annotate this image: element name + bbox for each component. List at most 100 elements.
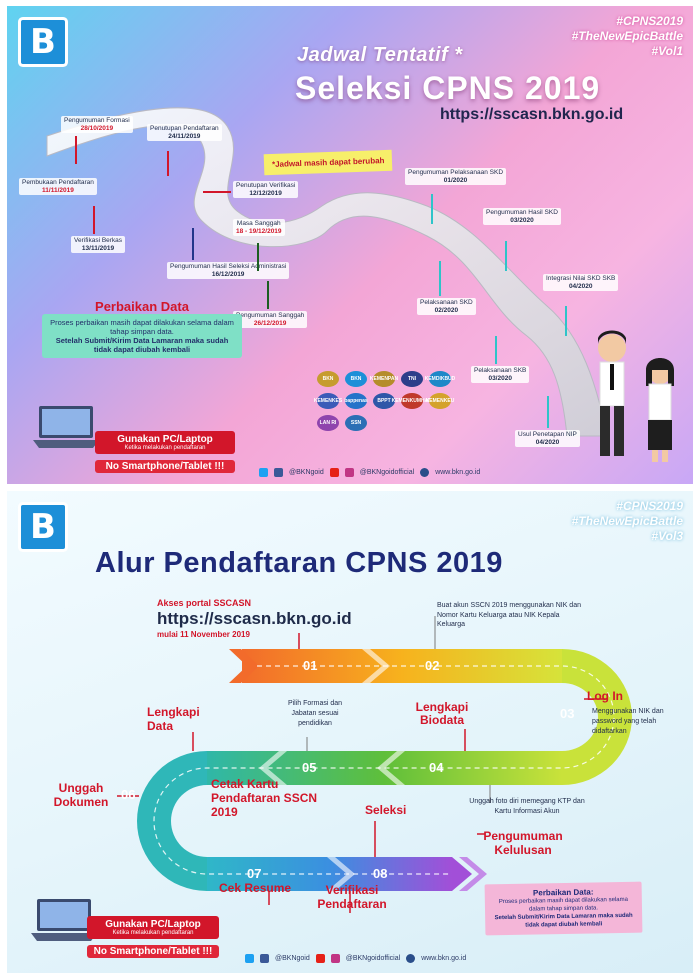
step-8-label: Seleksi bbox=[365, 803, 407, 817]
partner-logo: KEMDIKBUD bbox=[425, 371, 455, 387]
event-marker bbox=[257, 243, 259, 271]
social-footer: @BKNgoid @BKNgoidofficial www.bkn.go.id bbox=[245, 954, 466, 963]
event-date: 11/11/2019 bbox=[42, 186, 74, 194]
event-label: Masa Sanggah bbox=[236, 220, 281, 227]
hashtags: #CPNS2019 #TheNewEpicBattle #Vol3 bbox=[572, 499, 683, 544]
partner-logo: SSN bbox=[345, 415, 367, 431]
perbaikan-heading: Perbaikan Data bbox=[95, 299, 189, 314]
akses-label: Akses portal SSCASN bbox=[157, 598, 252, 608]
partner-logo: KEMENPAN bbox=[370, 371, 398, 387]
step-number: 01 bbox=[303, 658, 318, 673]
event-pengumuman-pelaksanaan-skd: Pengumuman Pelaksanaan SKD 01/2020 bbox=[405, 168, 507, 185]
event-marker bbox=[203, 191, 231, 193]
no-smartphone-warning: No Smartphone/Tablet !!! bbox=[95, 460, 235, 473]
event-masa-sanggah: Masa Sanggah 18 - 19/12/2019 bbox=[233, 219, 285, 236]
event-label: Pengumuman Pelaksanaan SKD bbox=[408, 169, 504, 176]
step-3-label: Log In bbox=[587, 689, 623, 703]
step-number: 03 bbox=[560, 706, 575, 721]
event-verifikasi-berkas: Verifikasi Berkas 13/11/2019 bbox=[71, 236, 126, 253]
step-number: 02 bbox=[425, 658, 440, 673]
event-label: Pengumuman Formasi bbox=[64, 117, 130, 124]
event-marker bbox=[495, 336, 497, 364]
partner-logos: BKN BKN KEMENPAN TNI KEMDIKBUD KEMENKES … bbox=[314, 371, 457, 431]
social-handle: @BKNgoidofficial bbox=[359, 469, 415, 476]
hashtag: #Vol1 bbox=[651, 44, 683, 58]
event-label: Pengumuman Hasil Seleksi Administrasi bbox=[170, 263, 287, 270]
step-2-desc: Buat akun SSCN 2019 menggunakan NIK dan … bbox=[437, 602, 581, 628]
instagram-icon bbox=[344, 468, 354, 477]
website-link[interactable]: www.bkn.go.id bbox=[435, 469, 481, 476]
step-5-label: Lengkapi Data bbox=[147, 705, 200, 733]
step-number: 04 bbox=[429, 760, 444, 775]
event-usul-penetapan-nip: Usul Penetapan NIP 04/2020 bbox=[515, 430, 580, 447]
timeline-poster: B #CPNS2019 #TheNewEpicBattle #Vol1 Jadw… bbox=[7, 6, 693, 484]
partner-logo: TNI bbox=[401, 371, 423, 387]
event-penutupan-verifikasi: Penutupan Verifikasi 12/12/2019 bbox=[233, 181, 299, 198]
event-label: Penutupan Pendaftaran bbox=[150, 125, 219, 132]
event-marker bbox=[267, 281, 269, 309]
event-label: Pelaksanaan SKD bbox=[420, 299, 473, 306]
partner-logo: BKN bbox=[345, 371, 367, 387]
facebook-icon bbox=[260, 954, 269, 963]
perbaikan-data-panel: Perbaikan Data: Proses perbaikan masih d… bbox=[484, 881, 643, 936]
event-integrasi-nilai: Integrasi Nilai SKD SKB 04/2020 bbox=[543, 274, 619, 291]
hashtag: #Vol3 bbox=[651, 529, 683, 543]
hashtag: #TheNewEpicBattle bbox=[571, 514, 683, 528]
event-date: 26/12/2019 bbox=[253, 319, 287, 327]
youtube-icon bbox=[329, 468, 339, 477]
registration-flow-poster: B #CPNS2019 #TheNewEpicBattle #Vol3 Alur… bbox=[7, 491, 693, 973]
event-pengumuman-sanggah: Pengumuman Sanggah 26/12/2019 bbox=[233, 311, 308, 328]
event-pengumuman-formasi: Pengumuman Formasi 28/10/2019 bbox=[61, 116, 133, 133]
schedule-note: *Jadwal masih dapat berubah bbox=[263, 149, 393, 176]
poster-title: Seleksi CPNS 2019 bbox=[295, 70, 601, 106]
social-handle: @BKNgoid bbox=[275, 955, 310, 962]
step-number: 08 bbox=[373, 866, 388, 881]
event-pengumuman-hasil-skd: Pengumuman Hasil SKD 03/2020 bbox=[483, 208, 561, 225]
event-penutupan-pendaftaran: Penutupan Pendaftaran 24/11/2019 bbox=[147, 124, 222, 141]
step-3-desc: Menggunakan NIK dan password yang telah … bbox=[592, 708, 664, 735]
event-date: 28/10/2019 bbox=[80, 124, 114, 132]
website-link[interactable]: www.bkn.go.id bbox=[421, 955, 467, 962]
portal-url: https://sscasn.bkn.go.id bbox=[440, 106, 624, 123]
event-marker bbox=[565, 306, 567, 336]
pc-notice-sub: Ketika melakukan pendaftaran bbox=[112, 930, 194, 936]
hashtag: #TheNewEpicBattle bbox=[571, 29, 683, 43]
event-marker bbox=[192, 228, 194, 260]
event-marker bbox=[75, 136, 77, 164]
partner-logo: KEMENKEU bbox=[426, 393, 454, 409]
pc-notice-sub: Ketika melakukan pendaftaran bbox=[124, 445, 206, 451]
partner-logo: KEMENKES bbox=[314, 393, 342, 409]
flow-path bbox=[117, 616, 632, 913]
event-marker bbox=[431, 194, 433, 224]
youtube-icon bbox=[315, 954, 325, 963]
event-date: 16/12/2019 bbox=[211, 270, 245, 278]
step-5-desc: Pilih Formasi dan Jabatan sesuai pendidi… bbox=[287, 700, 343, 727]
portal-url: https://sscasn.bkn.go.id bbox=[157, 609, 352, 628]
event-marker bbox=[547, 396, 549, 428]
step-4-desc: Unggah foto diri memegang KTP dan Kartu … bbox=[469, 798, 585, 815]
pc-notice-title: Gunakan PC/Laptop bbox=[117, 434, 213, 445]
step-8-desc: Verifikasi Pendaftaran bbox=[317, 883, 387, 911]
perbaikan-box: Proses perbaikan masih dapat dilakukan s… bbox=[42, 314, 242, 358]
twitter-icon bbox=[259, 468, 268, 477]
social-handle: @BKNgoid bbox=[289, 469, 324, 476]
partner-logo: bappenas bbox=[344, 393, 368, 409]
poster-subtitle: Jadwal Tentatif * bbox=[297, 44, 463, 66]
event-date: 01/2020 bbox=[443, 176, 468, 184]
event-date: 03/2020 bbox=[488, 374, 512, 382]
step-number: 05 bbox=[302, 760, 317, 775]
perbaikan-line2: Setelah Submit/Kirim Data Lamaran maka s… bbox=[55, 336, 229, 354]
characters-illustration bbox=[598, 330, 674, 462]
partner-logo: LAN RI bbox=[317, 415, 339, 431]
bkn-logo: B bbox=[21, 505, 65, 549]
event-date: 12/12/2019 bbox=[249, 189, 282, 197]
event-pelaksanaan-skb: Pelaksanaan SKB 03/2020 bbox=[471, 366, 530, 383]
event-pembukaan-pendaftaran: Pembukaan Pendaftaran 11/11/2019 bbox=[19, 178, 97, 195]
globe-icon bbox=[406, 954, 416, 963]
hashtag: #CPNS2019 bbox=[616, 14, 683, 28]
step-7-desc: Cek Resume bbox=[219, 881, 292, 895]
instagram-icon bbox=[330, 954, 340, 963]
event-marker bbox=[439, 261, 441, 296]
partner-logo: BPPT bbox=[373, 393, 395, 409]
twitter-icon bbox=[245, 954, 254, 963]
